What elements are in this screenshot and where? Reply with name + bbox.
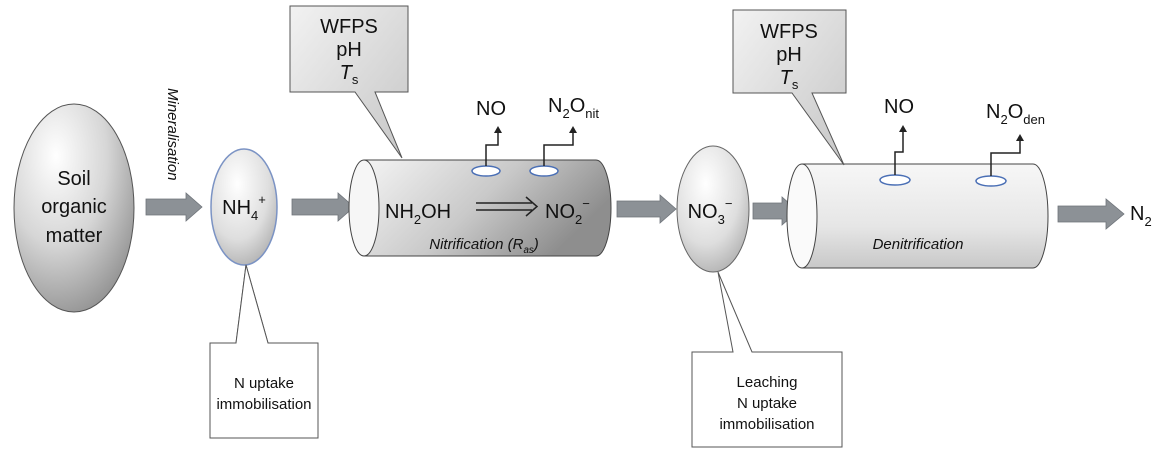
controls1-ph: pH <box>336 39 362 61</box>
callout-controls-nitrification <box>289 5 409 159</box>
ammonium-node <box>210 148 278 266</box>
n2-label: N2 <box>1130 203 1152 229</box>
denitrification-no-label: NO <box>884 96 914 118</box>
arrow-nitrification-to-nitrate <box>616 194 677 224</box>
controls2-ts: Ts <box>780 67 799 92</box>
nitrification-no-emission-arrow <box>485 132 499 166</box>
callout-controls-denitrification <box>732 9 847 166</box>
denitrification-port-no <box>879 174 911 186</box>
n-uptake-line2: immobilisation <box>216 396 311 413</box>
soil-organic-matter-node <box>13 103 135 313</box>
leaching-line3: immobilisation <box>719 416 814 433</box>
arrow-ammonium-to-nitrification <box>291 192 355 222</box>
leaching-line1: Leaching <box>737 374 798 391</box>
reaction-arrow <box>476 196 539 217</box>
controls1-wfps: WFPS <box>320 16 378 38</box>
arrow-denitrification-to-n2 <box>1057 198 1125 230</box>
denitrification-caption: Denitrification <box>873 236 964 253</box>
callout-n-uptake-shape <box>209 264 319 439</box>
nitrification-n2o-emission-arrow <box>543 132 574 166</box>
soil-label-line1: Soil <box>57 168 90 190</box>
arrow-mineralisation <box>145 192 203 222</box>
denitrification-n2o-emission-arrow <box>990 140 1021 176</box>
soil-label-line3: matter <box>46 225 103 247</box>
ammonium-label: NH4+ <box>222 192 266 223</box>
controls1-ts: Ts <box>340 62 359 87</box>
controls2-ph: pH <box>776 44 802 66</box>
nitrification-port-n2o <box>529 165 559 177</box>
nitrification-no-label: NO <box>476 98 506 120</box>
no2-label: NO2− <box>545 196 590 227</box>
soil-label-line2: organic <box>41 196 107 218</box>
controls2-wfps: WFPS <box>760 21 818 43</box>
nitrate-label: NO3− <box>688 196 733 227</box>
callout-leaching <box>691 271 843 448</box>
mineralisation-label: Mineralisation <box>164 88 181 181</box>
denitrification-port-n2o <box>975 175 1007 187</box>
nitrification-port-no <box>471 165 501 177</box>
leaching-line2: N uptake <box>737 395 797 412</box>
nitrification-n2o-label: N2Onit <box>548 95 599 121</box>
nitrification-caption: Nitrification (Ras) <box>429 236 539 256</box>
nitrification-cylinder <box>348 159 612 257</box>
denitrification-no-emission-arrow <box>894 131 904 175</box>
nh2oh-label: NH2OH <box>385 201 451 227</box>
denitrification-cylinder <box>786 163 1049 269</box>
nitrate-node <box>676 145 750 273</box>
n-uptake-line1: N uptake <box>234 375 294 392</box>
denitrification-n2o-label: N2Oden <box>986 101 1045 127</box>
